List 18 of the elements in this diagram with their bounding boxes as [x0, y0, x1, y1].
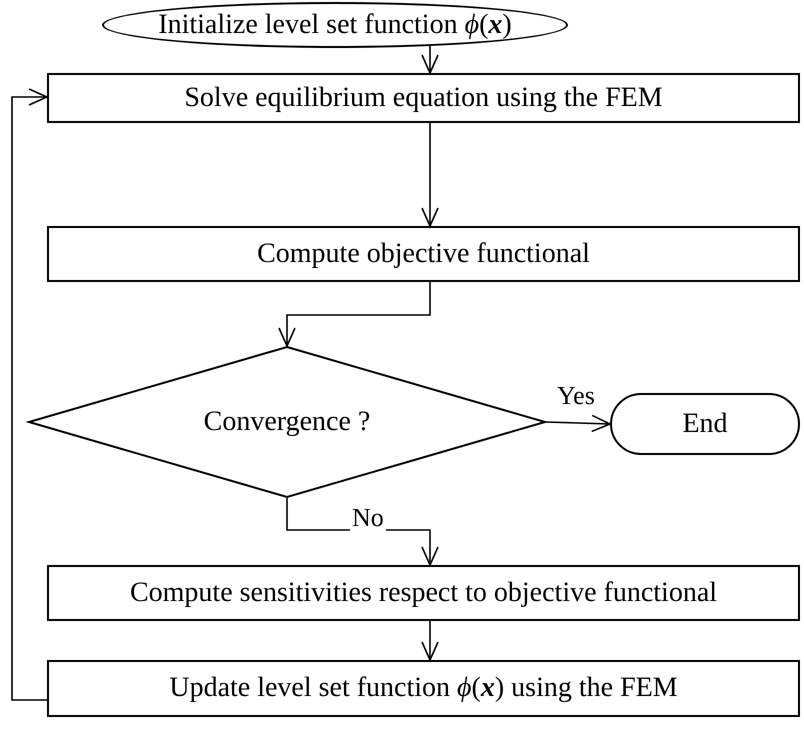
node-label: Convergence ?: [204, 406, 370, 438]
decision-diamond: [28, 346, 546, 498]
process-box: [47, 226, 800, 282]
arrow: [11, 88, 48, 701]
node-label: Compute sensitivities respect to objective functional: [130, 578, 718, 608]
process-box: [47, 565, 800, 621]
process-box: [47, 660, 800, 717]
arrow: [421, 123, 439, 227]
node-label: Update level set function ϕ(x) using the FEM: [169, 673, 678, 704]
node-label: End: [682, 408, 728, 440]
arrow: [421, 621, 439, 661]
arrow: [278, 282, 431, 347]
node-label: Initialize level set function ϕ(x): [158, 10, 512, 40]
arrow: [546, 414, 611, 432]
arrow: [421, 46, 439, 74]
node-label: Compute objective functional: [257, 238, 590, 270]
process-box: [47, 73, 800, 123]
node-label: Solve equilibrium equation using the FEM: [184, 82, 663, 114]
